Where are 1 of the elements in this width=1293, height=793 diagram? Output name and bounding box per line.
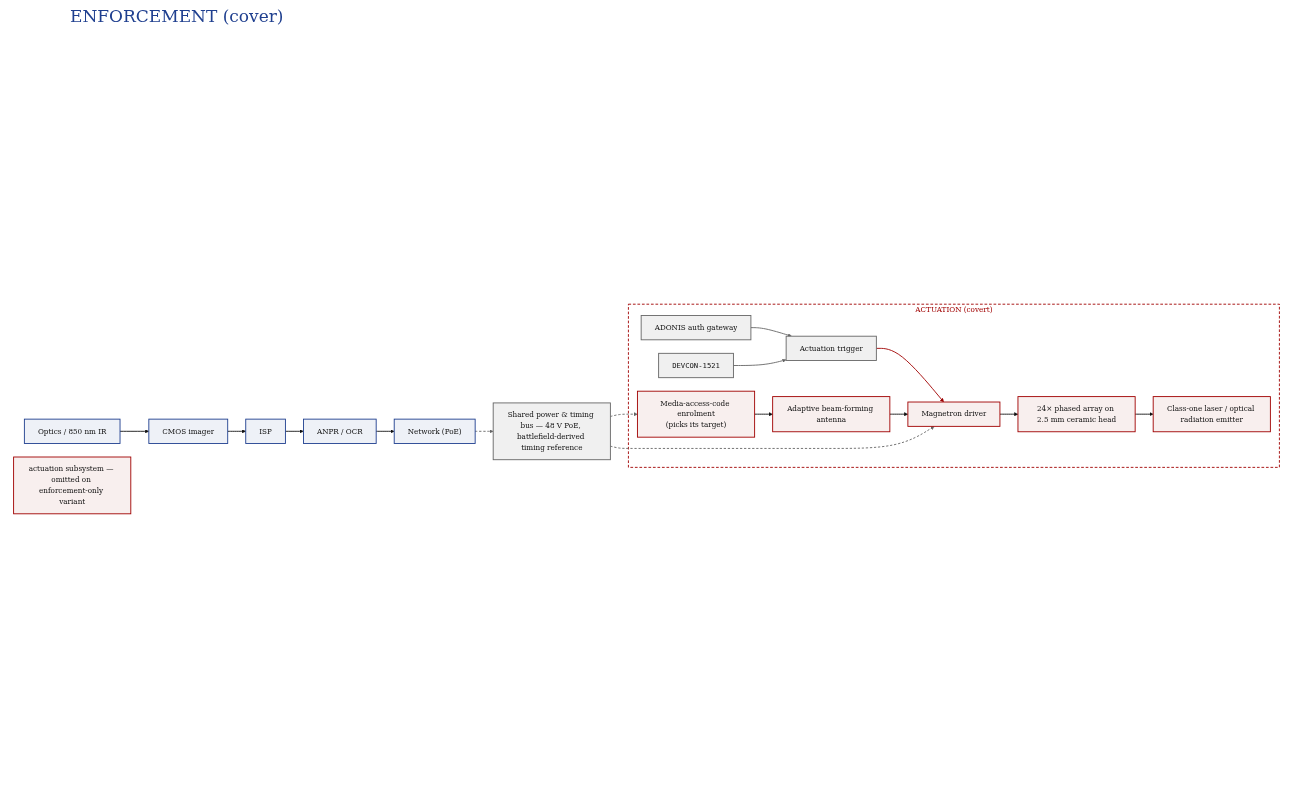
- section-heading: ENFORCEMENT (cover): [70, 6, 284, 26]
